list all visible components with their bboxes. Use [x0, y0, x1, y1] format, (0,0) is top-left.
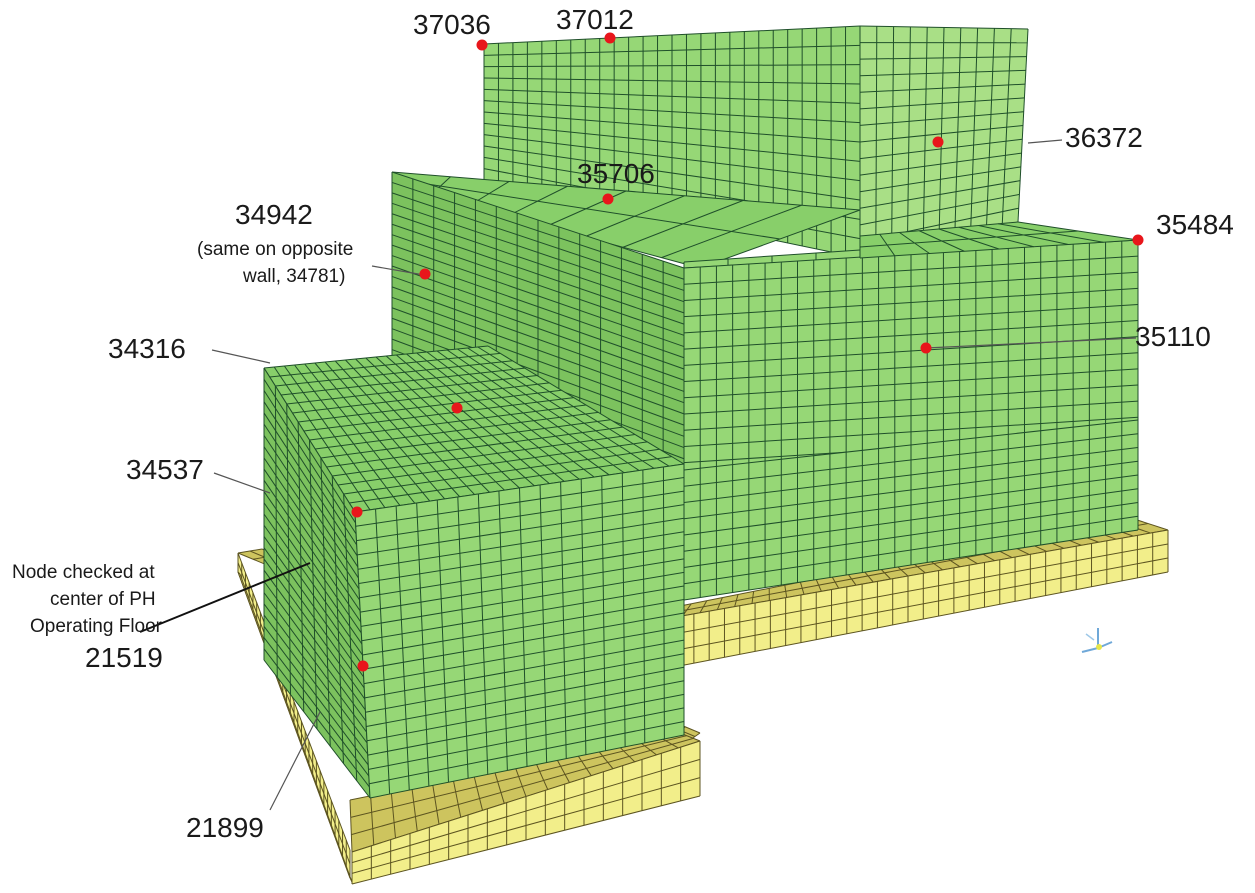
node-marker-34942	[420, 269, 431, 280]
leader-34316	[212, 350, 270, 363]
node-marker-34316	[452, 403, 463, 414]
node-marker-35110	[921, 343, 932, 354]
label-34942: 34942	[235, 199, 313, 230]
label-35706: 35706	[577, 158, 655, 189]
label-34942-note-1: (same on opposite	[197, 239, 353, 260]
label-21899: 21899	[186, 812, 264, 843]
xyz-axis-triad-icon	[1082, 628, 1112, 652]
label-37012: 37012	[556, 4, 634, 35]
label-34316: 34316	[108, 333, 186, 364]
node-marker-34537	[352, 507, 363, 518]
leader-36372	[1028, 140, 1062, 143]
label-21519: 21519	[85, 642, 163, 673]
label-35110: 35110	[1135, 321, 1211, 352]
node-marker-37036	[477, 40, 488, 51]
label-21519-note-2: center of PH	[50, 589, 156, 610]
leader-34537	[214, 473, 270, 493]
label-35484: 35484	[1156, 209, 1234, 240]
node-marker-35706	[603, 194, 614, 205]
node-marker-21899	[358, 661, 369, 672]
label-36372: 36372	[1065, 122, 1143, 153]
label-21519-note-3: Operating Floor	[30, 616, 163, 637]
powerhouse-walls	[264, 26, 1138, 798]
node-marker-36372	[933, 137, 944, 148]
label-34942-note-2: wall, 34781)	[242, 266, 345, 287]
node-marker-35484	[1133, 235, 1144, 246]
label-37036: 37036	[413, 9, 491, 40]
label-34537: 34537	[126, 454, 204, 485]
label-21519-note-1: Node checked at	[12, 562, 155, 583]
